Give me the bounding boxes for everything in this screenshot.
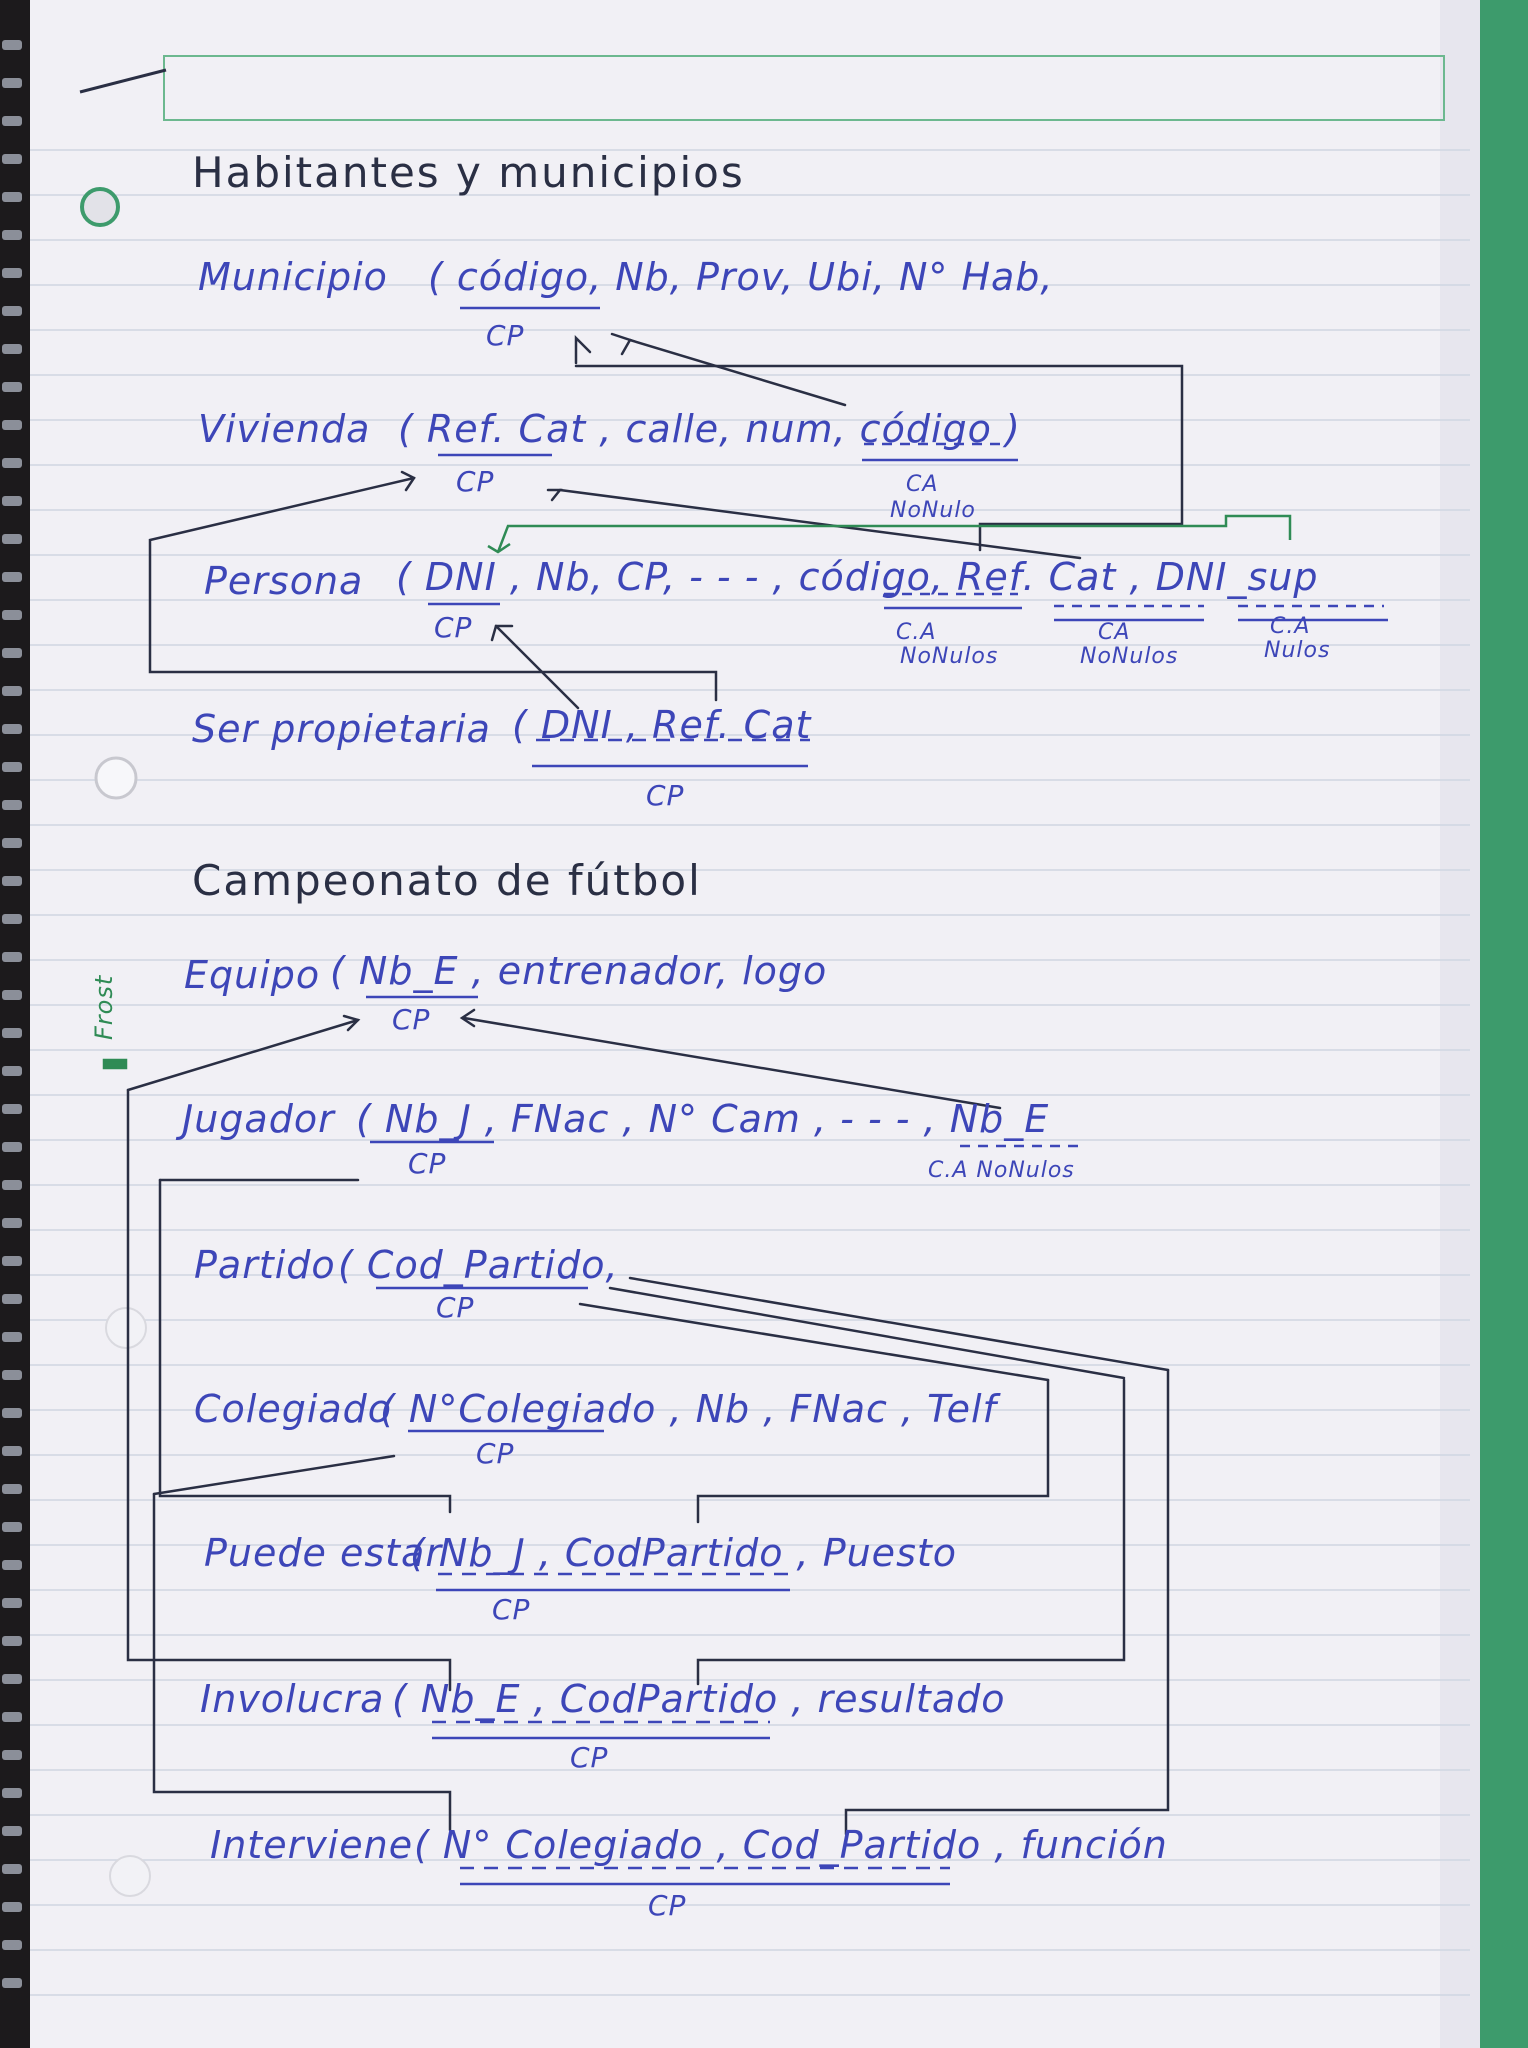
persona-dnisup-ca-label: C.A [1270, 614, 1311, 639]
notebook-page [14, 0, 1480, 2048]
reference-arrows [126, 332, 1184, 1836]
punch-hole [105, 1307, 147, 1349]
persona-refcat-nonulos-label: NoNulos [1080, 644, 1179, 669]
relation-partido-attrs: ( Cod_Partido, [338, 1243, 619, 1287]
spiral-binding [0, 0, 30, 2048]
relation-interviene-name: Interviene [210, 1823, 414, 1867]
relation-municipio-name: Municipio [198, 255, 388, 299]
vivienda-fk-ca-label: CA [906, 472, 939, 497]
relation-puede-estar-name: Puede estar [204, 1531, 442, 1575]
section-title-campeonato: Campeonato de fútbol [192, 856, 702, 905]
frost-margin-tag: Frost [90, 974, 118, 1040]
relation-equipo-name: Equipo [184, 953, 321, 997]
ruled-lines [30, 149, 1470, 1996]
key-underlines [366, 306, 1388, 1886]
relation-municipio-attrs: ( código, Nb, Prov, Ubi, N° Hab, [428, 255, 1054, 299]
relation-partido-name: Partido [194, 1243, 336, 1287]
relation-persona-attrs: ( DNI , Nb, CP, - - - , código, Ref. Cat… [396, 555, 1319, 599]
relation-involucra-attrs: ( Nb_E , CodPartido , resultado [392, 1677, 1006, 1721]
persona-dnisup-nulos-label: Nulos [1264, 638, 1331, 663]
persona-codigo-ca-label: C.A [896, 620, 937, 645]
relation-colegiado-attrs: ( N°Colegiado , Nb , FNac , Telf [380, 1387, 997, 1431]
relation-equipo-attrs: ( Nb_E , entrenador, logo [330, 949, 828, 993]
ser-propietaria-pk-label: CP [646, 779, 685, 812]
relation-interviene-attrs: ( N° Colegiado , Cod_Partido , función [414, 1823, 1168, 1867]
persona-refcat-ca-label: CA [1098, 620, 1131, 645]
relation-jugador-name: Jugador [182, 1097, 335, 1141]
punch-hole [80, 187, 120, 227]
municipio-pk-label: CP [486, 319, 525, 352]
punch-hole [109, 1855, 151, 1897]
section-title-habitantes: Habitantes y municipios [192, 148, 745, 197]
relation-jugador-attrs: ( Nb_J , FNac , N° Cam , - - - , Nb_E [356, 1097, 1050, 1141]
relation-vivienda-attrs: ( Ref. Cat , calle, num, código ) [398, 407, 1021, 451]
colegiado-pk-label: CP [476, 1437, 515, 1470]
relation-involucra-name: Involucra [200, 1677, 385, 1721]
header-box [163, 55, 1445, 121]
green-connector [102, 514, 1292, 1070]
equipo-pk-label: CP [392, 1003, 431, 1036]
vivienda-fk-nonulo-label: NoNulo [890, 498, 976, 523]
punch-hole [94, 756, 138, 800]
puede-estar-pk-label: CP [492, 1593, 531, 1626]
relation-ser-propietaria-attrs: ( DNI , Ref. Cat [512, 703, 812, 747]
relation-colegiado-name: Colegiado [194, 1387, 393, 1431]
interviene-pk-label: CP [648, 1889, 687, 1922]
relation-persona-name: Persona [204, 559, 364, 603]
vivienda-pk-label: CP [456, 465, 495, 498]
persona-pk-label: CP [434, 611, 473, 644]
partido-pk-label: CP [436, 1291, 475, 1324]
persona-codigo-nonulos-label: NoNulos [900, 644, 999, 669]
relation-vivienda-name: Vivienda [198, 407, 371, 451]
jugador-pk-label: CP [408, 1147, 447, 1180]
relation-ser-propietaria-name: Ser propietaria [192, 707, 491, 751]
jugador-fk-label: C.A NoNulos [928, 1158, 1075, 1183]
relation-puede-estar-attrs: ( Nb_J , CodPartido , Puesto [410, 1531, 958, 1575]
involucra-pk-label: CP [570, 1741, 609, 1774]
